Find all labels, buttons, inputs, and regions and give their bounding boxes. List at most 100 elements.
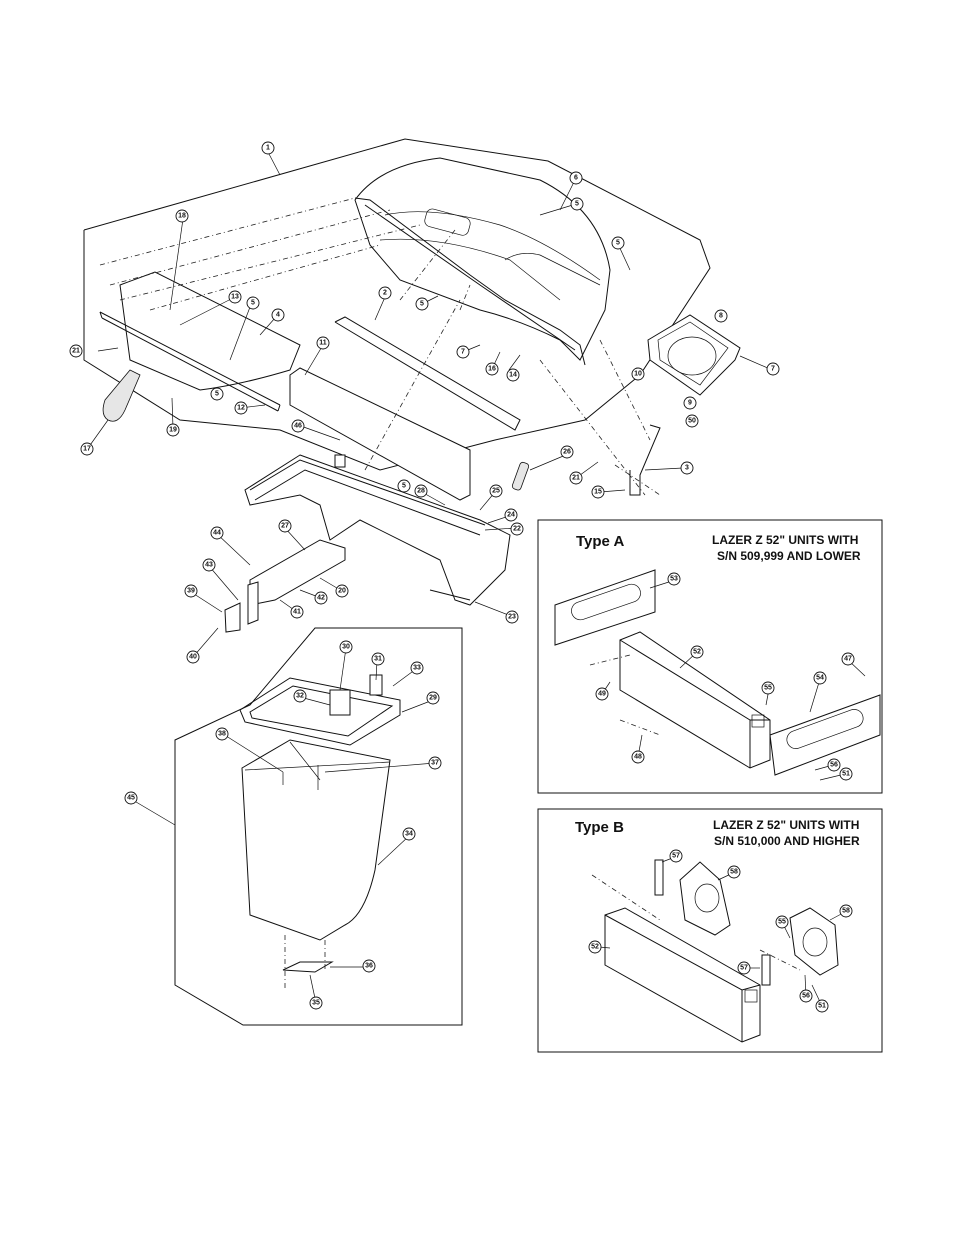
- svg-text:5: 5: [251, 300, 255, 307]
- callout-49: 49: [595, 687, 609, 701]
- type-b-panel: Type B LAZER Z 52" UNITS WITH S/N 510,00…: [537, 808, 883, 1053]
- svg-text:9: 9: [688, 400, 692, 407]
- svg-text:54: 54: [816, 675, 824, 682]
- type-a-note-line2: S/N 509,999 AND LOWER: [717, 549, 861, 563]
- callout-38: 38: [215, 727, 229, 741]
- svg-text:13: 13: [231, 294, 239, 301]
- callout-51: 51: [839, 767, 853, 781]
- frame-assembly: [244, 454, 511, 606]
- callout-4: 4: [271, 308, 285, 322]
- callout-25: 25: [489, 484, 503, 498]
- svg-text:56: 56: [830, 762, 838, 769]
- svg-text:31: 31: [374, 656, 382, 663]
- svg-text:21: 21: [72, 348, 80, 355]
- callout-20: 20: [335, 584, 349, 598]
- svg-text:27: 27: [281, 523, 289, 530]
- callout-15: 15: [591, 485, 605, 499]
- callout-29: 29: [426, 691, 440, 705]
- svg-text:4: 4: [276, 312, 280, 319]
- svg-text:2: 2: [383, 290, 387, 297]
- svg-text:52: 52: [591, 944, 599, 951]
- svg-text:55: 55: [778, 919, 786, 926]
- type-a-title: Type A: [576, 533, 625, 550]
- callout-53: 53: [667, 572, 681, 586]
- svg-text:17: 17: [83, 446, 91, 453]
- callout-32: 32: [293, 689, 307, 703]
- callout-18: 18: [175, 209, 189, 223]
- svg-text:49: 49: [598, 691, 606, 698]
- svg-text:51: 51: [818, 1003, 826, 1010]
- type-b-plate-58-left: [679, 861, 731, 936]
- callout-39: 39: [184, 584, 198, 598]
- callout-26: 26: [560, 445, 574, 459]
- callout-55: 55: [761, 681, 775, 695]
- svg-text:22: 22: [513, 526, 521, 533]
- svg-text:20: 20: [338, 588, 346, 595]
- svg-text:24: 24: [507, 512, 515, 519]
- callout-5: 5: [415, 297, 429, 311]
- callout-23: 23: [505, 610, 519, 624]
- callout-5: 5: [246, 296, 260, 310]
- callout-6: 6: [569, 171, 583, 185]
- svg-text:5: 5: [575, 201, 579, 208]
- svg-text:12: 12: [237, 405, 245, 412]
- svg-text:42: 42: [317, 595, 325, 602]
- callout-52: 52: [588, 940, 602, 954]
- svg-text:48: 48: [634, 754, 642, 761]
- svg-text:53: 53: [670, 576, 678, 583]
- callout-5: 5: [570, 197, 584, 211]
- callout-7: 7: [766, 362, 780, 376]
- callout-42: 42: [314, 591, 328, 605]
- svg-text:19: 19: [169, 427, 177, 434]
- callout-30: 30: [339, 640, 353, 654]
- svg-text:58: 58: [842, 908, 850, 915]
- lid-cover: [354, 157, 611, 366]
- type-a-frame-52: [619, 631, 771, 769]
- svg-text:33: 33: [413, 665, 421, 672]
- callout-21: 21: [569, 471, 583, 485]
- svg-text:30: 30: [342, 644, 350, 651]
- callout-5: 5: [397, 479, 411, 493]
- svg-text:52: 52: [693, 649, 701, 656]
- svg-text:26: 26: [563, 449, 571, 456]
- svg-text:32: 32: [296, 693, 304, 700]
- svg-text:55: 55: [764, 685, 772, 692]
- svg-text:23: 23: [508, 614, 516, 621]
- assembly-leaders: [99, 197, 661, 990]
- svg-text:57: 57: [672, 853, 680, 860]
- callout-54: 54: [813, 671, 827, 685]
- svg-text:50: 50: [688, 418, 696, 425]
- type-a-note-line1: LAZER Z 52" UNITS WITH: [712, 533, 858, 547]
- svg-text:7: 7: [771, 366, 775, 373]
- handle: [102, 369, 141, 422]
- callout-50: 50: [685, 414, 699, 428]
- callout-5: 5: [611, 236, 625, 250]
- callouts: 1 2 3 4 5 5 5 5 5 5 6 7 7 8 9 10 11 12 1…: [69, 141, 855, 1013]
- callout-58: 58: [839, 904, 853, 918]
- svg-text:58: 58: [730, 869, 738, 876]
- deflector-panel: [289, 367, 471, 501]
- callout-7: 7: [456, 345, 470, 359]
- svg-text:5: 5: [616, 240, 620, 247]
- callout-44: 44: [210, 526, 224, 540]
- callout-40: 40: [186, 650, 200, 664]
- svg-text:14: 14: [509, 372, 517, 379]
- callout-13: 13: [228, 290, 242, 304]
- callout-46: 46: [291, 419, 305, 433]
- callout-3: 3: [680, 461, 694, 475]
- svg-text:18: 18: [178, 213, 186, 220]
- svg-text:51: 51: [842, 771, 850, 778]
- svg-text:35: 35: [312, 1000, 320, 1007]
- callout-19: 19: [166, 423, 180, 437]
- callout-1: 1: [261, 141, 275, 155]
- svg-text:28: 28: [417, 488, 425, 495]
- callout-31: 31: [371, 652, 385, 666]
- callout-35: 35: [309, 996, 323, 1010]
- svg-text:45: 45: [127, 795, 135, 802]
- svg-text:44: 44: [213, 530, 221, 537]
- svg-text:43: 43: [205, 562, 213, 569]
- type-a-plate-54: [769, 694, 881, 776]
- bag-latch: [282, 961, 334, 973]
- svg-text:21: 21: [572, 475, 580, 482]
